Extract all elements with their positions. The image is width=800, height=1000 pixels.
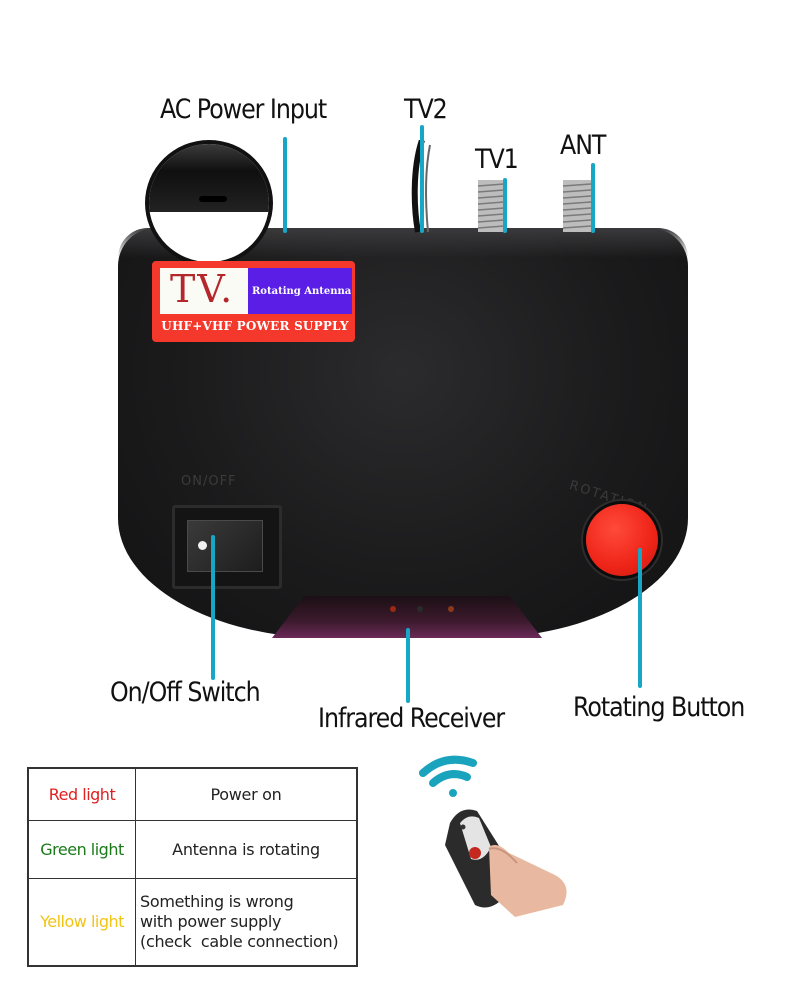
leader-ant bbox=[591, 163, 595, 233]
leader-tv2 bbox=[420, 125, 424, 233]
leader-rotating bbox=[638, 548, 642, 688]
callout-tv1: TV1 bbox=[475, 144, 519, 175]
power-switch[interactable] bbox=[172, 505, 282, 589]
meaning-line: Something is wrong bbox=[140, 891, 294, 911]
meaning-line: (check cable connection) bbox=[140, 931, 339, 951]
leader-ac-power bbox=[283, 137, 287, 233]
brand-label: TV. Rotating Antenna UHF+VHF POWER SUPPL… bbox=[152, 261, 355, 342]
rotating-button[interactable] bbox=[586, 504, 658, 576]
ac-port-slot bbox=[199, 196, 227, 202]
remote-illustration bbox=[419, 755, 567, 917]
switch-dot-icon bbox=[198, 541, 207, 550]
status-light-table: Red light Power on Green light Antenna i… bbox=[27, 767, 358, 967]
callout-ac-power-input: AC Power Input bbox=[160, 94, 327, 125]
light-yellow-label: Yellow light bbox=[27, 877, 136, 967]
light-yellow-meaning: Something is wrong with power supply (ch… bbox=[135, 877, 358, 967]
light-green-label: Green light bbox=[27, 819, 136, 879]
switch-embossed-label: ON/OFF bbox=[181, 474, 237, 489]
brand-tv-text: TV. bbox=[170, 267, 235, 311]
light-green-meaning: Antenna is rotating bbox=[135, 819, 358, 879]
wifi-signal-icon bbox=[419, 755, 477, 797]
remote-red-button bbox=[469, 847, 481, 859]
ant-connector bbox=[562, 180, 592, 232]
ac-input-magnifier bbox=[145, 140, 273, 266]
light-red-label: Red light bbox=[27, 767, 136, 821]
rear-connectors bbox=[411, 140, 592, 233]
switch-rocker[interactable] bbox=[187, 520, 263, 572]
table-row: Red light Power on bbox=[27, 767, 358, 821]
callout-on-off-switch: On/Off Switch bbox=[110, 677, 261, 708]
callout-tv2: TV2 bbox=[404, 94, 448, 125]
callout-infrared-receiver: Infrared Receiver bbox=[318, 703, 505, 734]
ir-led-amber bbox=[448, 606, 454, 612]
tv2-cable bbox=[411, 140, 425, 233]
light-red-meaning: Power on bbox=[135, 767, 358, 821]
meaning-line: with power supply bbox=[140, 911, 282, 931]
ir-led-red bbox=[390, 606, 396, 612]
callout-ant: ANT bbox=[560, 130, 606, 161]
ac-port-detail bbox=[149, 144, 269, 213]
leader-infrared bbox=[406, 628, 410, 703]
brand-subtitle: Rotating Antenna bbox=[252, 286, 352, 297]
table-row: Yellow light Something is wrong with pow… bbox=[27, 877, 358, 967]
callout-rotating-button: Rotating Button bbox=[573, 692, 745, 723]
leader-on-off bbox=[211, 535, 215, 680]
brand-supply-text: UHF+VHF POWER SUPPLY bbox=[161, 319, 349, 333]
hand-icon bbox=[488, 845, 567, 917]
table-row: Green light Antenna is rotating bbox=[27, 819, 358, 879]
leader-tv1 bbox=[503, 178, 507, 233]
tv1-connector bbox=[477, 180, 505, 232]
ir-led-center bbox=[417, 606, 423, 612]
